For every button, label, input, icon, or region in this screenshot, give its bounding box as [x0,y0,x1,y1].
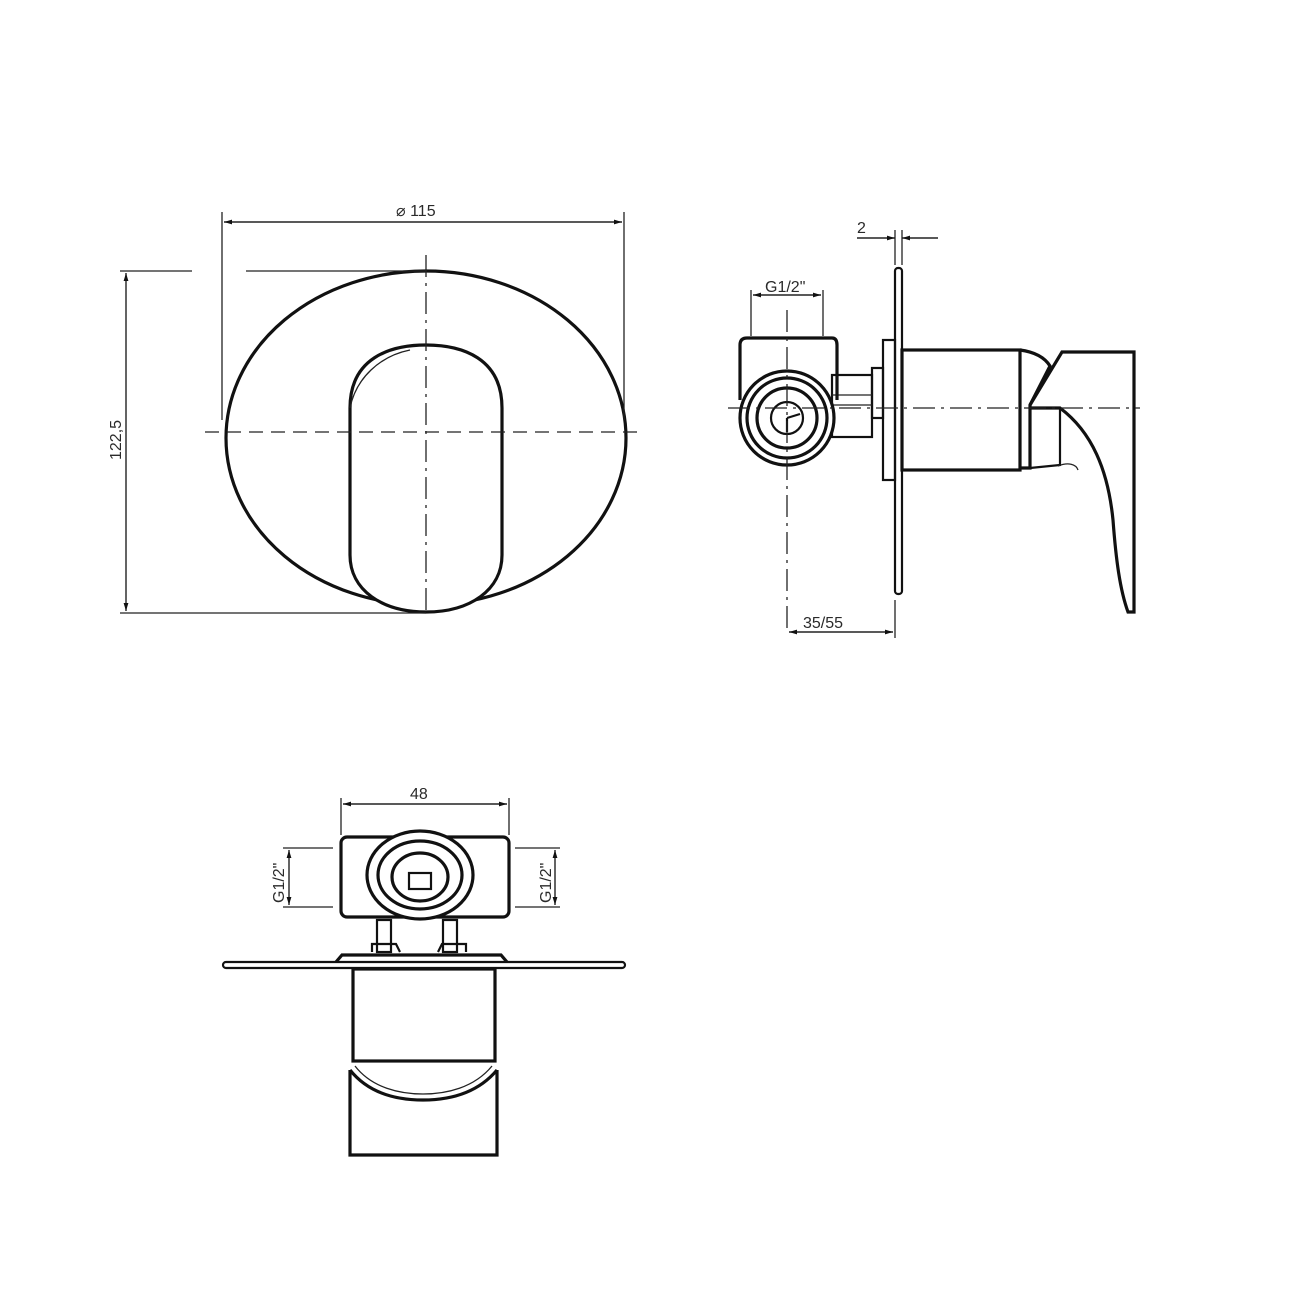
bottom-lever-handle [348,1070,499,1157]
dim-plate-diameter: ⌀ 115 [396,203,436,220]
dim-right-inlet-thread: G1/2" [538,863,555,903]
side-body-cylinder [900,348,1022,472]
dim-overall-height: 122,5 [108,420,125,460]
dim-body-width: 48 [410,786,428,803]
bottom-wall-plate [221,960,627,970]
front-view: ⌀ 115 122,5 [108,203,640,614]
dim-left-inlet-thread: G1/2" [271,863,288,903]
dim-plate-thickness: 2 [857,220,866,237]
side-view: 2 G1/2" 35/55 [728,220,1140,638]
dim-wall-depth: 35/55 [803,615,843,632]
bottom-view: 48 G1/2" G1/2" [221,786,627,1157]
dim-inlet-thread: G1/2" [765,279,805,296]
bottom-body-cylinder [351,967,497,1063]
